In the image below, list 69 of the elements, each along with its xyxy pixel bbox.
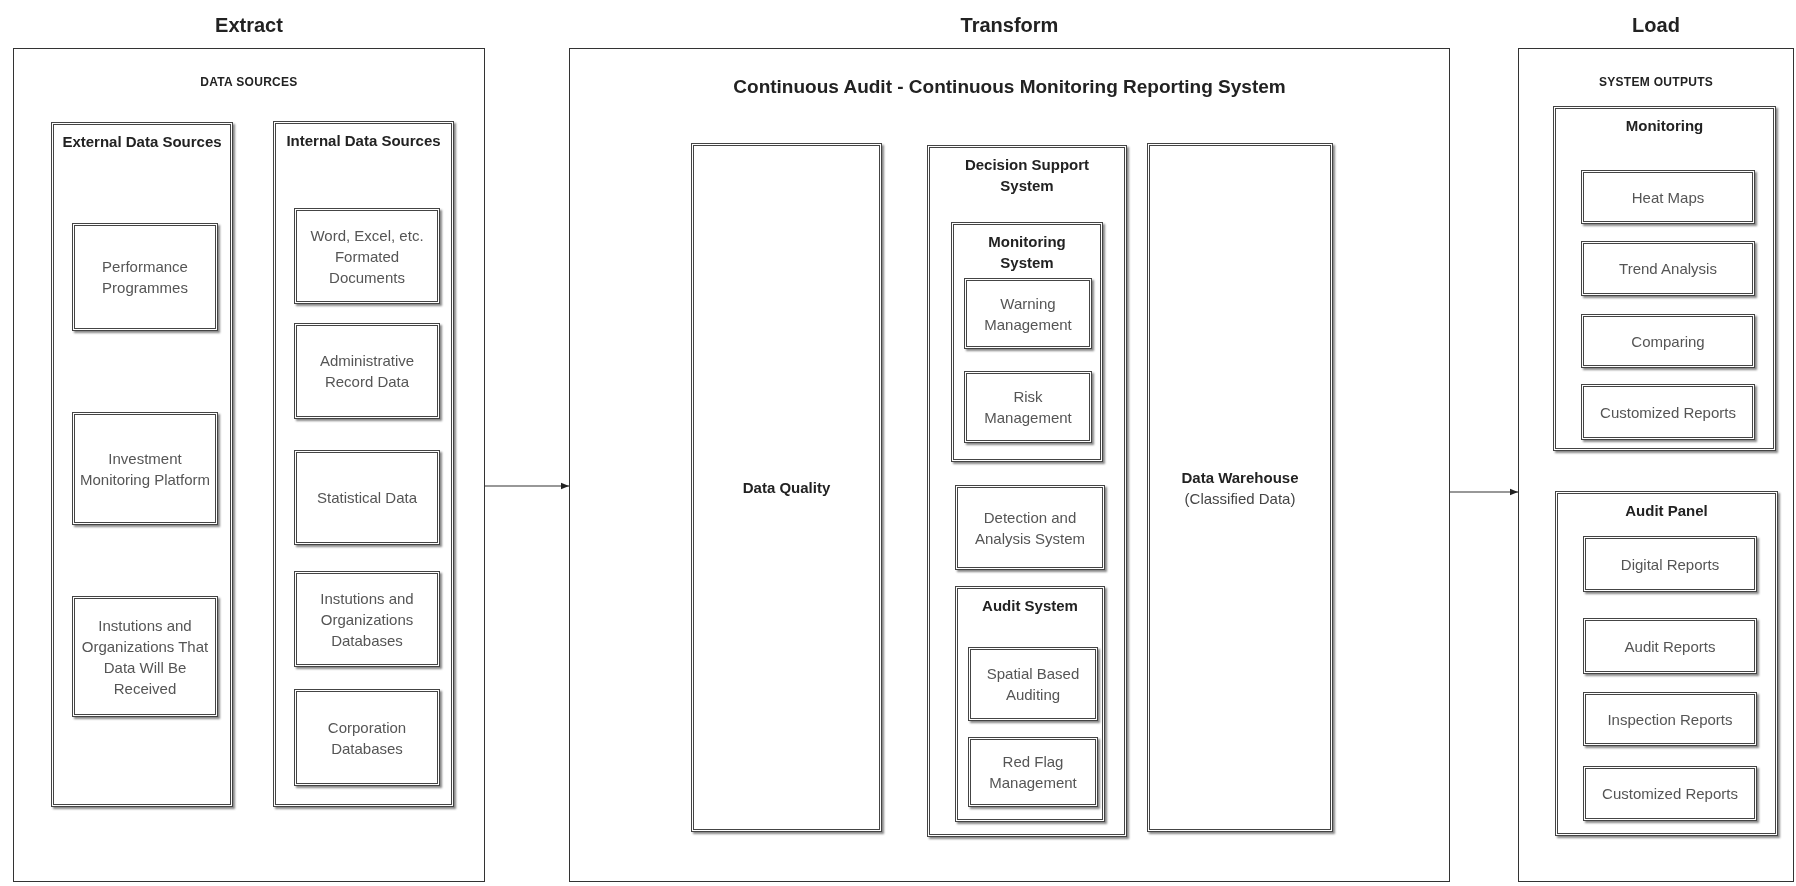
process-box [1581,241,1755,296]
box-label: Digital Reports [1620,554,1720,575]
box-label: Performance Programmes [101,257,189,298]
arrow [1449,488,1519,496]
stage-heading: Transform [959,13,1060,38]
process-box [1581,314,1755,368]
process-box [294,323,440,419]
arrow [484,482,570,490]
box-label: Customized Reports [1602,784,1738,804]
group-box [927,145,1127,837]
box-label: Customized Reports [1600,402,1736,423]
process-box [1583,618,1757,674]
group-box [951,222,1103,462]
group-box [955,586,1105,822]
group-title: External Data Sources [61,132,223,152]
group-title: Decision Support System [963,155,1091,196]
process-box [955,485,1105,570]
group-title: Audit Panel [1624,501,1709,521]
process-box [1583,692,1757,746]
box-label: Inspection Reports [1607,709,1733,730]
box-label: Corporation Databases [326,717,408,759]
process-box [968,737,1098,807]
box-label: Detection and Analysis System [973,507,1086,549]
group-title: Monitoring [1624,116,1705,136]
process-box [1583,536,1757,592]
process-box [294,689,440,786]
box-label: Investment Monitoring Platform [79,448,211,490]
box-label: Statistical Data [316,488,417,508]
group-box [273,121,454,807]
box-label: Spatial Based Auditing [985,664,1081,705]
group-box [1555,491,1778,836]
process-box [964,371,1092,443]
process-box [1581,170,1755,224]
box-label: Trend Analysis [1619,259,1717,279]
stage-heading: Extract [214,13,284,38]
box-label: Red Flag Management [988,752,1078,793]
box-label: Instutions and Organizations Databases [319,588,415,651]
box-label: Risk Management [983,387,1073,428]
group-box [1553,106,1776,451]
panel-title: Continuous Audit - Continuous Monitoring Reporting System [732,75,1287,99]
process-box [968,647,1098,721]
group-title: Internal Data Sources [285,131,442,151]
process-box [72,596,218,717]
group-title: Audit System [981,596,1079,616]
stage-heading: Load [1631,13,1681,38]
panel-title: DATA SOURCES [199,74,299,91]
process-box [72,223,218,331]
group-box [51,122,233,807]
process-box [1581,384,1755,440]
process-box [294,208,440,304]
box-subtitle: (Classified Data) [1184,488,1296,509]
box-label: Audit Reports [1624,636,1716,657]
box-title: Data Quality [742,478,831,498]
process-box [691,143,882,832]
box-label: Word, Excel, etc. Formated Documents [309,225,425,288]
process-box [72,412,218,525]
process-box [294,450,440,545]
box-label: Comparing [1631,331,1705,352]
process-box [1147,143,1333,832]
process-box [294,571,440,667]
box-title: Data Warehouse [1181,467,1299,488]
box-label: Instutions and Organizations That Data Will Be Received [80,615,210,699]
process-box [1583,766,1757,821]
panel-title: SYSTEM OUTPUTS [1597,74,1715,91]
box-label: Heat Maps [1631,187,1705,208]
process-box [964,278,1092,349]
box-label: Warning Management [983,293,1073,335]
group-title: Monitoring System [987,232,1067,273]
box-label: Administrative Record Data [318,351,416,392]
